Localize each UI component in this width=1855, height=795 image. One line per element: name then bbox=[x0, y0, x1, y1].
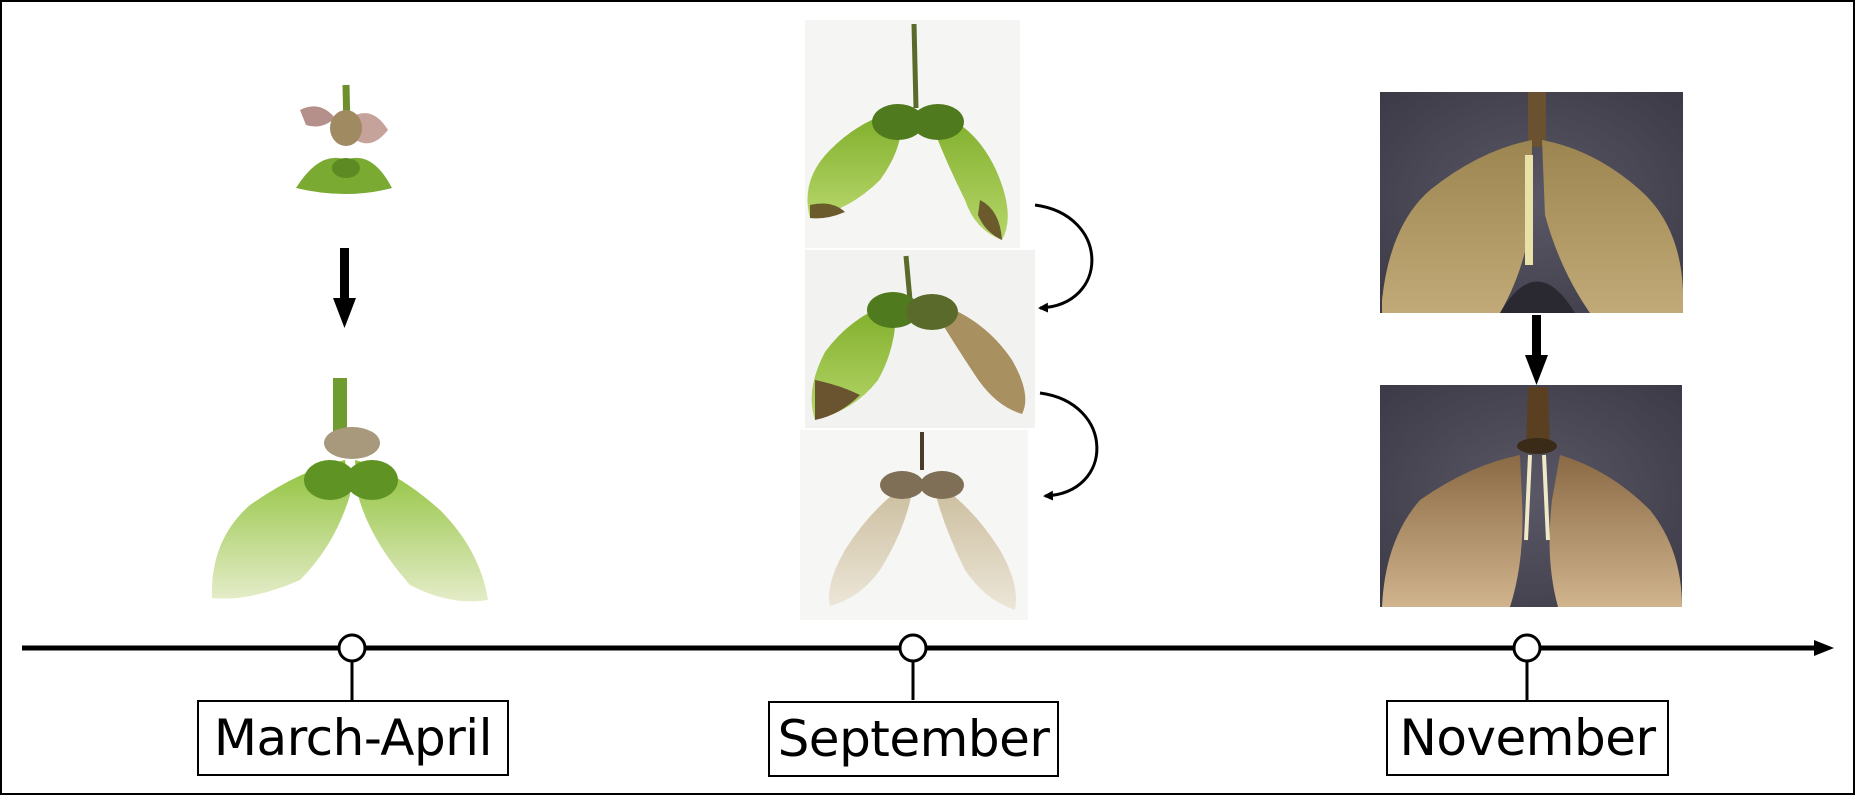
timeline-marker bbox=[900, 635, 926, 661]
period-label-text: September bbox=[778, 710, 1050, 768]
down-arrow-icon bbox=[333, 248, 356, 328]
september-samara-photo-1 bbox=[805, 20, 1020, 248]
down-arrow-icon bbox=[1525, 315, 1548, 385]
closed-samara-photo bbox=[1380, 92, 1683, 313]
timeline-marker bbox=[339, 635, 365, 661]
period-label-text: November bbox=[1399, 709, 1655, 767]
young-samara-photo bbox=[212, 378, 488, 601]
timeline-arrowhead-icon bbox=[1814, 640, 1834, 656]
curved-arrow-icon bbox=[1035, 205, 1092, 308]
flower-bud-photo bbox=[296, 85, 392, 194]
timeline-marker bbox=[1514, 635, 1540, 661]
curved-arrow-icon bbox=[1040, 393, 1097, 496]
period-label-text: March-April bbox=[214, 709, 492, 767]
period-label-november: November bbox=[1386, 700, 1669, 776]
period-label-march-april: March-April bbox=[197, 700, 509, 776]
september-samara-photo-2 bbox=[805, 250, 1035, 428]
opened-samara-photo bbox=[1380, 385, 1682, 607]
september-samara-photo-3 bbox=[800, 430, 1028, 620]
period-label-september: September bbox=[768, 701, 1059, 777]
